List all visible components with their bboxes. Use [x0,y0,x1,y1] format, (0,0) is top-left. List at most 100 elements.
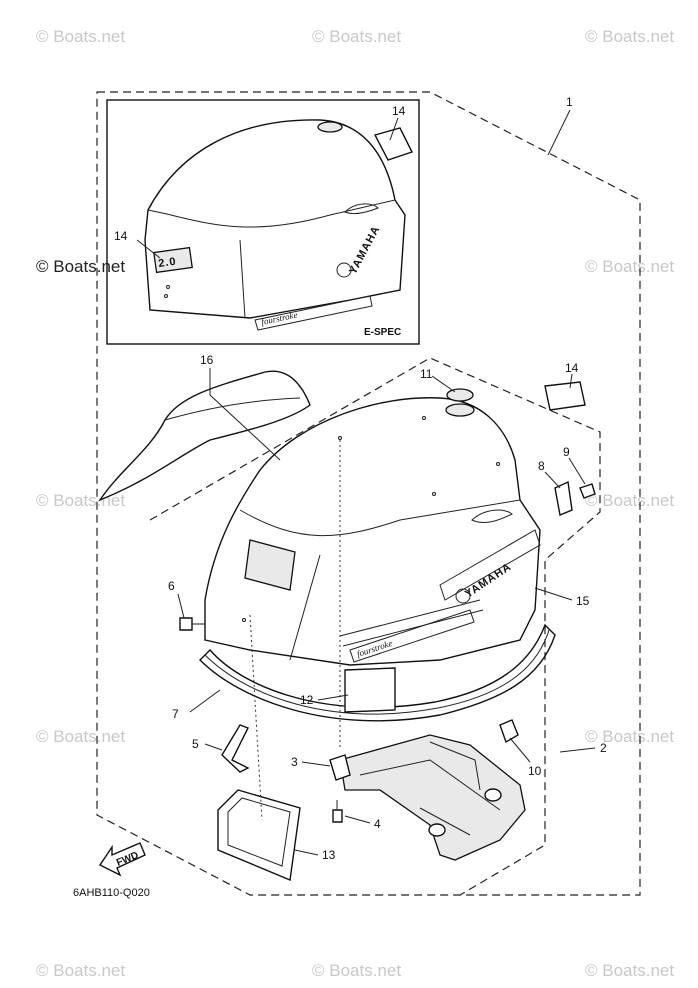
watermark: © Boats.net [585,257,674,276]
leader-line [344,815,371,824]
cowling-body [204,397,541,666]
bottom-cowling-rib [359,759,501,811]
callout-1: 1 [566,95,573,109]
bottom-cowling-rib [419,807,471,836]
cover-subassembly-boundary [149,357,601,896]
watermark: © Boats.net [36,257,125,276]
bottom-cowling-rib [429,741,481,791]
cowling-hole [496,462,500,466]
part-16-edge [164,397,301,421]
inset-cowling-edge [239,239,246,319]
callout-3: 3 [291,755,298,769]
inset-engine-decal-strip [254,295,373,331]
leader-line [568,457,586,485]
part-12-decal [344,667,396,713]
part-5-bracket [221,724,250,773]
espec-inset: YAMAHA fourstroke 2.0 E-SPEC [106,99,420,345]
part-7-inner-line [204,629,550,715]
cowling-hole [422,416,426,420]
cowling-hole [338,436,342,440]
cowling-logo-icon [455,588,471,604]
callout-10: 10 [528,764,542,778]
part-14-decal [544,381,586,411]
watermark: © Boats.net [36,961,125,980]
callout-13: 13 [322,848,336,862]
inset-label: E-SPEC [364,327,401,338]
cowling-brand-strip [439,529,541,601]
cowling-hole [242,618,246,622]
watermark: © Boats.net [585,727,674,746]
leader-line [431,375,456,393]
leader-line [209,368,281,461]
cowling-cap [445,403,475,417]
part-8-bracket [554,480,573,516]
watermark: © Boats.net [585,27,674,46]
cowling-stripe [342,609,484,647]
part-11-cap [446,388,474,402]
leader-line [389,117,399,141]
leader-line [294,849,319,856]
leader-line [569,373,573,389]
watermark: © Boats.net [312,27,401,46]
watermark: © Boats.net [312,961,401,980]
leader-line [534,587,573,601]
callout-4: 4 [374,817,381,831]
callout-6: 6 [168,579,175,593]
bottom-cowling [339,734,526,861]
inset-cowling-ridge [147,199,396,228]
leader-lines [136,109,596,856]
leader-line [204,743,223,751]
lower-assembly [329,719,526,861]
cowling-ridge [239,499,521,537]
assembly-boundary [96,91,641,896]
cowling-vent [471,509,513,523]
part-13-gasket [217,789,301,881]
watermark: © Boats.net [36,27,125,46]
callout-14-inset: 14 [392,104,406,118]
leader-line [559,747,596,753]
leader-line [136,239,161,259]
part-10-clip [499,719,519,744]
callout-15: 15 [576,594,590,608]
watermark: © Boats.net [36,727,125,746]
inset-hole [166,285,170,289]
fwd-arrow-icon [98,842,146,877]
part-13-gasket-inner [227,797,291,867]
callout-12: 12 [300,693,314,707]
inset-cap [317,121,343,133]
part-4-screw-head [332,809,343,823]
callout-9: 9 [563,445,570,459]
callout-14-inset-side: 14 [114,229,128,243]
callout-8: 8 [538,459,545,473]
part-7-seal [199,623,556,722]
bottom-cowling-boss [428,823,446,837]
inset-frame [106,99,420,345]
leader-line [544,471,561,489]
inset-model-decal: 2.0 [158,256,178,270]
leader-line [547,109,571,156]
inset-hole [164,294,168,298]
leader-line [189,689,221,713]
callout-14: 14 [565,361,579,375]
alignment-line [249,614,263,821]
part-9-screw [579,483,596,499]
main-top-cowling: YAMAHA fourstroke [204,397,541,666]
cowling-stripe [339,599,481,637]
callouts: 1 14 14 16 11 14 8 9 15 6 7 12 5 3 4 2 1… [114,95,607,862]
inset-decal-14 [373,127,413,161]
watermark: © Boats.net [585,491,674,510]
watermark: © Boats.net [585,961,674,980]
callout-2: 2 [600,741,607,755]
callout-7: 7 [172,707,179,721]
leader-line [317,694,349,701]
part-3-grommet [329,754,351,781]
leader-line [177,593,185,619]
cowling-hole [432,492,436,496]
callout-11: 11 [420,367,433,381]
diagram-code: 6AHB110-Q020 [73,887,150,899]
cowling-window [244,539,296,591]
callout-5: 5 [192,737,199,751]
inset-vent [344,203,379,215]
inset-logo-icon [336,262,352,278]
